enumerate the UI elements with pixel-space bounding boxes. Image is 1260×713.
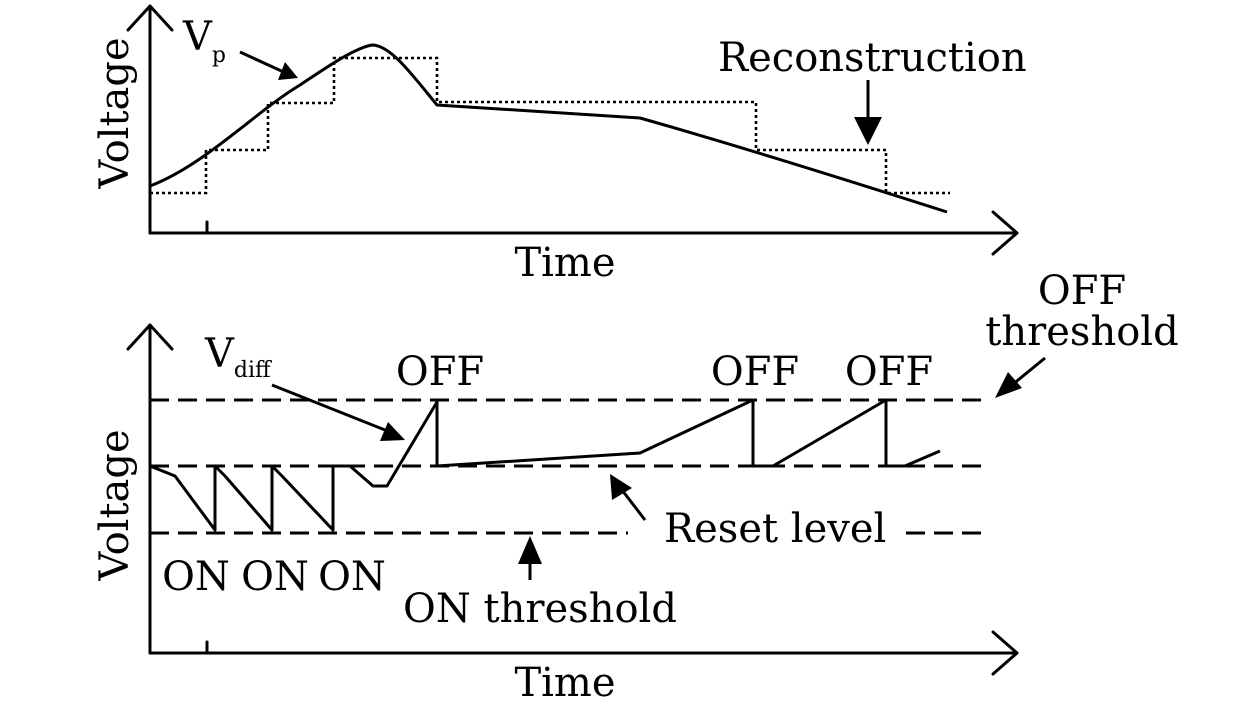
vdiff-signal <box>149 398 941 532</box>
vp-label: Vp <box>182 14 226 68</box>
vp-signal-curve <box>149 43 948 214</box>
vdiff-label: Vdiff <box>204 331 272 383</box>
on-threshold-pointer-arrowhead <box>518 536 542 564</box>
vp-pointer-arrowhead <box>278 62 298 80</box>
vdiff-pointer-arrowhead <box>380 422 405 441</box>
top-panel: Vp Reconstruction Voltage Time <box>92 4 1027 286</box>
top-y-axis <box>126 4 174 235</box>
reconstruction-label: Reconstruction <box>718 35 1027 81</box>
off-event-label: OFF <box>711 349 799 395</box>
reset-level-pointer-arrow <box>620 489 647 521</box>
bottom-panel: Vdiff OFF OFF OFF ON ON ON OFF threshold… <box>92 268 1179 706</box>
on-event-label: ON <box>318 554 386 600</box>
on-event-label: ON <box>241 554 309 600</box>
top-y-axis-label: Voltage <box>92 37 138 189</box>
on-event-label: ON <box>162 554 230 600</box>
off-threshold-label: OFF <box>1038 268 1126 314</box>
off-threshold-pointer-arrow <box>1011 356 1046 387</box>
bottom-x-axis <box>148 630 1019 676</box>
reset-level-label: Reset level <box>664 506 886 552</box>
bottom-x-axis-label: Time <box>514 660 615 706</box>
off-event-label: OFF <box>845 349 933 395</box>
reconstruction-pointer-arrowhead <box>854 117 882 145</box>
on-threshold-label: ON threshold <box>403 586 677 632</box>
top-x-axis-label: Time <box>514 240 615 286</box>
reconstruction-staircase <box>150 56 950 195</box>
top-x-axis <box>148 210 1019 256</box>
off-threshold-label: threshold <box>985 309 1178 355</box>
bottom-y-axis-label: Voltage <box>92 429 138 581</box>
reset-level-pointer-arrowhead <box>610 474 632 500</box>
off-threshold-pointer-arrowhead <box>995 372 1022 398</box>
vdiff-pointer-arrow <box>271 383 391 434</box>
vp-pointer-arrow <box>239 50 289 76</box>
off-event-label: OFF <box>396 349 484 395</box>
bottom-y-axis <box>126 323 174 655</box>
